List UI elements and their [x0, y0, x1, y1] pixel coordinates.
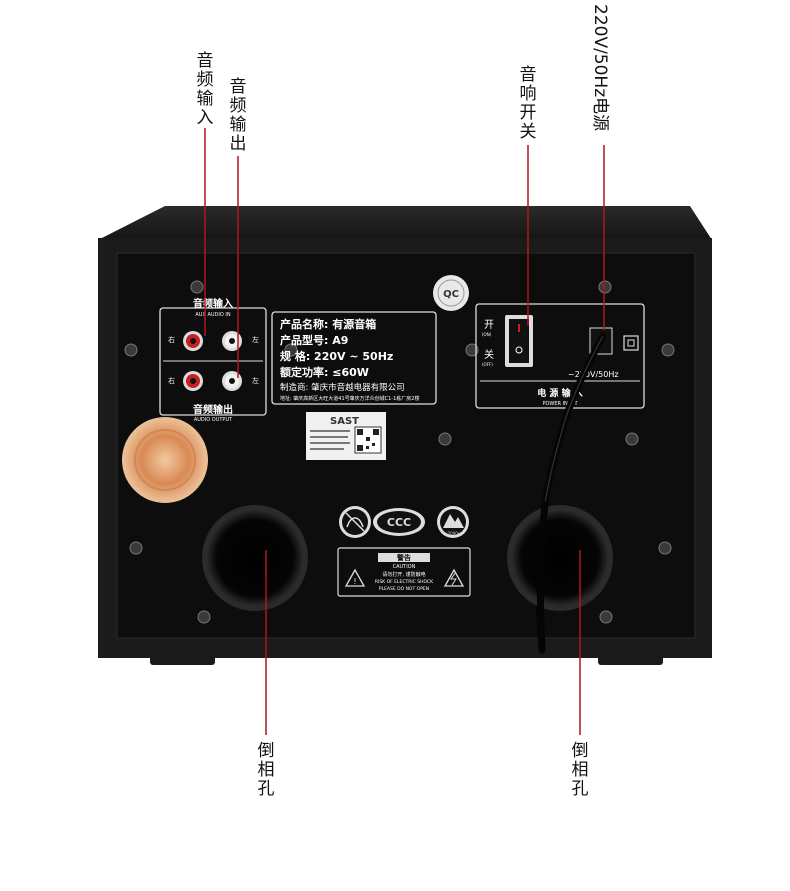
audio-out-title: 音频输出: [193, 403, 233, 416]
sast-sticker: SAST: [306, 412, 386, 460]
spec-maker: 制造商: 肇庆市音越电器有限公司: [280, 382, 405, 393]
rca-in-left[interactable]: [222, 331, 242, 351]
label-audio-output: 音 频 输 出: [229, 77, 247, 154]
power-input-sub: POWER INPUT: [542, 401, 578, 407]
ch-left-in: 左: [252, 335, 259, 344]
qc-mark: QC: [443, 289, 459, 300]
spec-model: 产品型号: A9: [280, 333, 348, 347]
spec-address: 地址: 肇庆高新区大旺大道41号肇庆万洋众创城C1-1栋厂房2楼: [280, 395, 419, 402]
label-power-supply: 220V/50Hz电源: [590, 4, 610, 132]
caution-title: 警告: [397, 553, 411, 562]
spec-power: 额定功率: ≤60W: [280, 365, 369, 379]
sast-logo: SAST: [330, 416, 359, 427]
caution-line1: 请勿打开, 谨防触电: [382, 571, 425, 578]
switch-on-en: (ON): [482, 332, 492, 337]
audio-out-sub: AUDIO OUTPUT: [194, 417, 233, 423]
rca-out-right[interactable]: [183, 371, 203, 391]
copper-plate: [122, 417, 208, 503]
caution-en: CAUTION: [393, 564, 416, 570]
cabinet-top: [98, 206, 712, 240]
spec-label: 产品名称: 有源音箱 产品型号: A9 规 格: 220V ~ 50Hz 额定功…: [271, 311, 437, 405]
qc-sticker: QC: [433, 275, 469, 311]
audio-in-sub: AUX AUDIO IN: [195, 312, 230, 318]
caution-line2: RISK OF ELECTRIC SHOCK: [375, 579, 434, 585]
rca-in-right[interactable]: [183, 331, 203, 351]
bass-port-right: [507, 505, 613, 611]
cert-icons: CCC ≤2000m: [339, 506, 469, 538]
label-speaker-switch: 音 响 开 关: [519, 65, 537, 142]
label-audio-input: 音 频 输 入: [196, 51, 214, 128]
leader-lines: [204, 128, 605, 735]
foot-right: [598, 650, 663, 665]
ch-right-in: 右: [168, 335, 175, 344]
caution-line3: PLEASE DO NOT OPEN: [379, 586, 429, 592]
caution-label: ! 警告 CAUTION 请勿打开, 谨防触电 RISK OF ELECTRIC…: [337, 547, 471, 597]
bass-port-left: [202, 505, 308, 611]
svg-text:!: !: [353, 577, 356, 586]
audio-io-panel: 音频输入 AUX AUDIO IN 音频输出 AUDIO OUTPUT 右 左 …: [159, 297, 267, 423]
power-switch[interactable]: [505, 315, 533, 367]
altitude-mark: ≤2000m: [444, 531, 462, 536]
switch-off: 关: [484, 348, 494, 361]
spec-name: 产品名称: 有源音箱: [280, 317, 376, 331]
audio-in-title: 音频输入: [193, 297, 233, 310]
screws: [124, 280, 675, 624]
rca-out-left[interactable]: [222, 371, 242, 391]
spec-rating: 规 格: 220V ~ 50Hz: [280, 349, 393, 363]
ccc-mark: CCC: [387, 516, 411, 529]
label-port-right: 倒 相 孔: [571, 741, 589, 799]
ch-left-out: 左: [252, 376, 259, 385]
switch-on: 开: [484, 320, 494, 331]
power-rating: ~220V/50Hz: [568, 370, 619, 379]
label-port-left: 倒 相 孔: [257, 741, 275, 799]
foot-left: [150, 650, 215, 665]
ch-right-out: 右: [168, 376, 175, 385]
switch-off-en: (OFF): [482, 362, 493, 367]
